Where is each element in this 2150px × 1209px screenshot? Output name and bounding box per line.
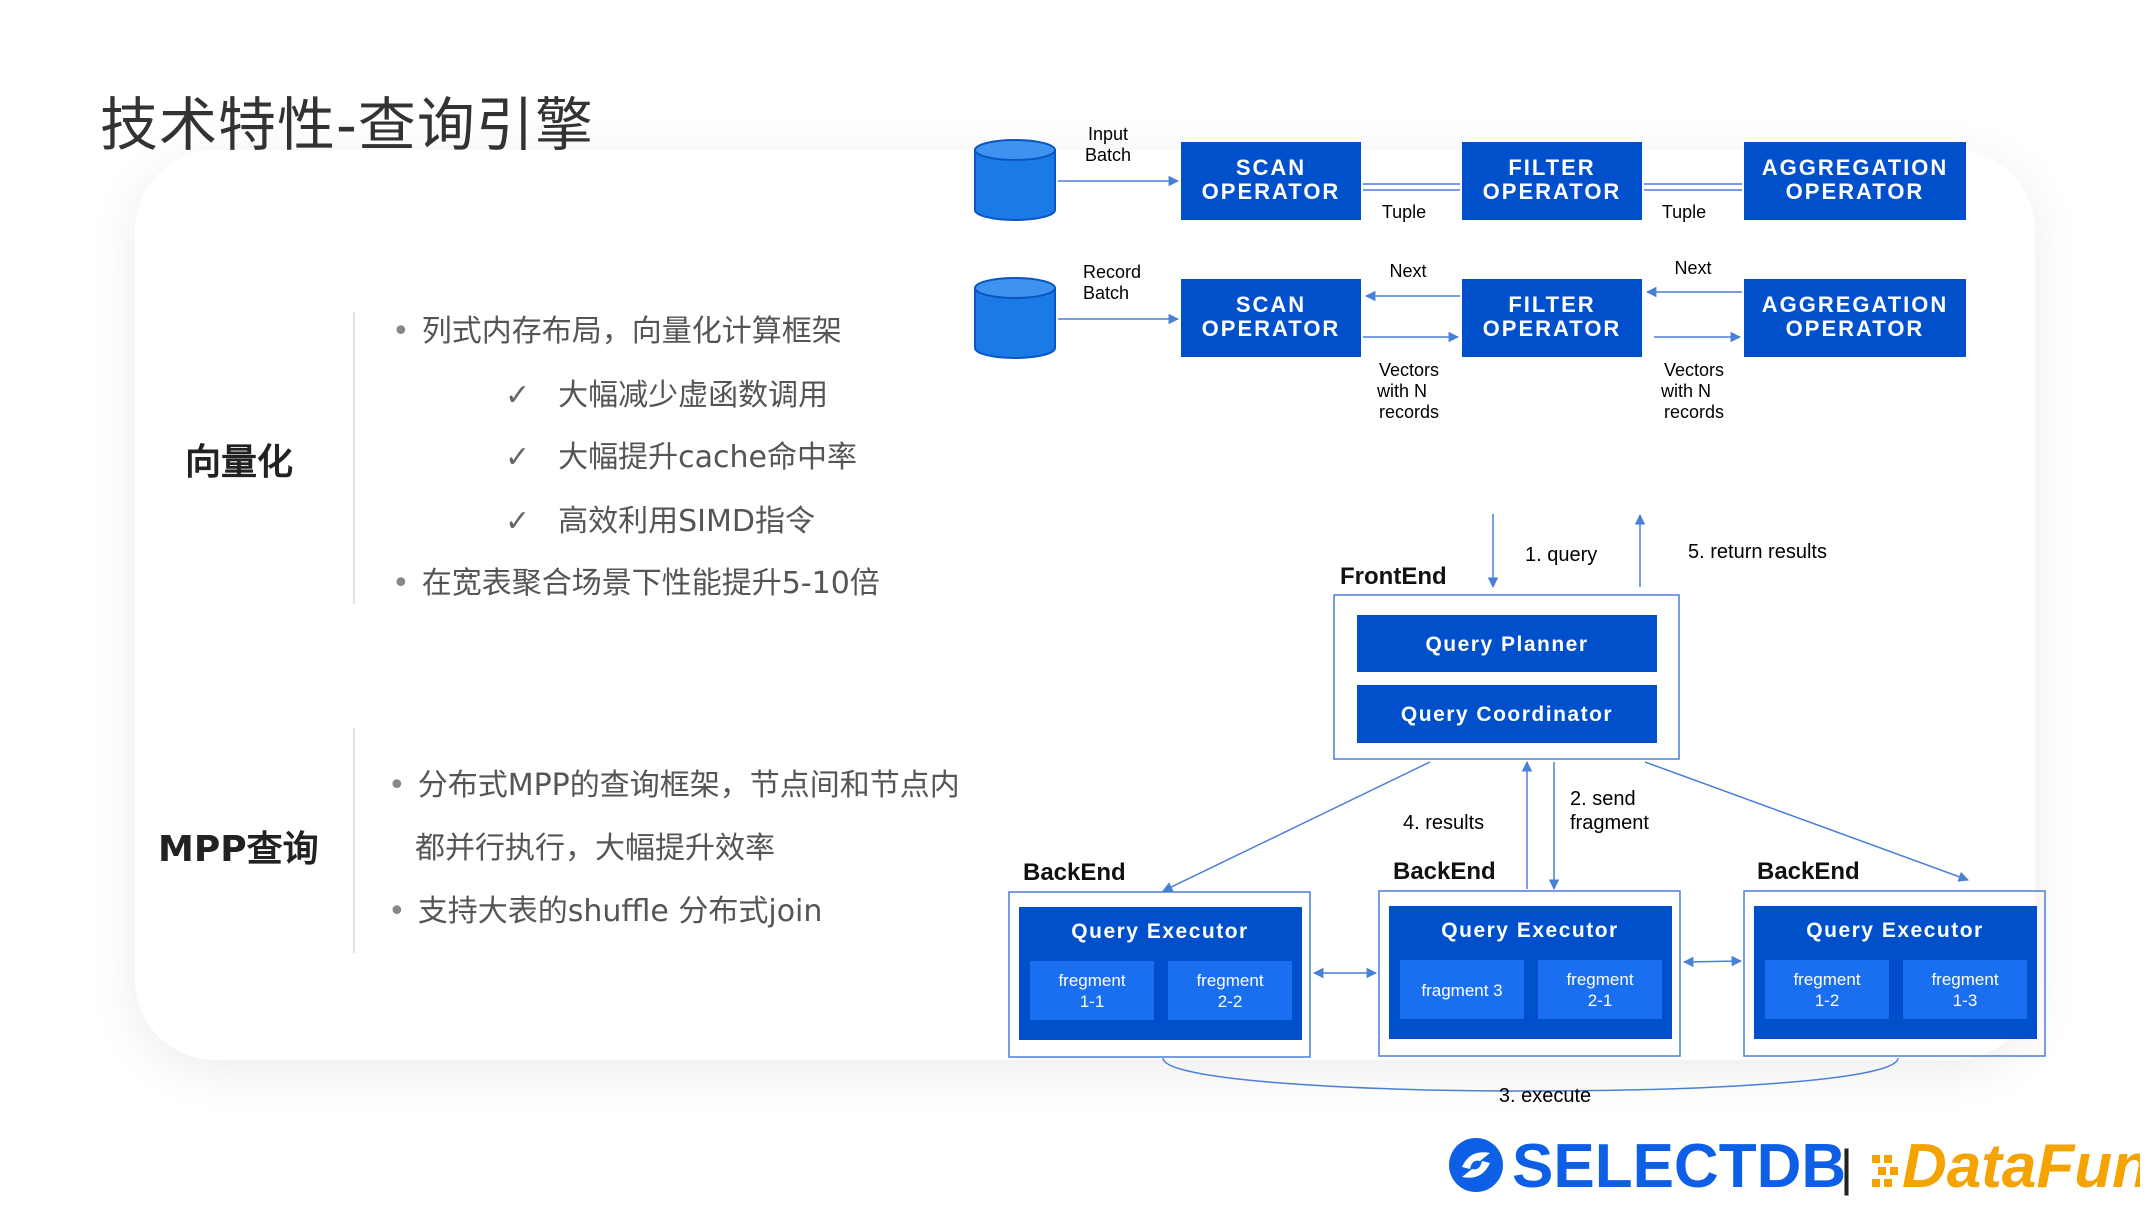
query-executor-label: Query Executor [1441,919,1618,942]
query-planner-label: Query Planner [1425,633,1588,656]
check-item: ✓高效利用SIMD指令 [505,504,816,539]
flow-label-return-results: 5. return results [1688,541,1827,563]
check-icon: ✓ [505,440,531,475]
bullet-item: •分布式MPP的查询框架，节点间和节点内 [388,768,960,803]
query-executor-label: Query Executor [1806,919,1983,942]
operator-label: AGGREGATION [1762,292,1949,317]
section-title-mpp: MPP查询 [158,829,319,870]
fragment-box [1030,961,1154,1020]
vectors-label: records [1379,402,1439,422]
vectors-label: records [1664,402,1724,422]
flow-label-results: 4. results [1403,812,1484,834]
fragment-label: fregment [1196,971,1263,990]
page-title: 技术特性-查询引擎 [100,91,594,159]
operator-label: AGGREGATION [1762,155,1949,180]
operator-label: OPERATOR [1786,179,1925,204]
flow-label-send-fragment: 2. send [1570,788,1636,810]
query-coordinator-label: Query Coordinator [1401,703,1613,726]
fragment-label: 2-1 [1588,991,1613,1010]
backend-box [1008,891,1311,1058]
fragment-label: 1-1 [1080,992,1105,1011]
vectors-label: Vectors [1664,360,1724,380]
tuple-label: Tuple [1662,202,1706,222]
fragment-box [1400,960,1524,1019]
aggregation-operator-box [1744,279,1966,357]
fragment-label: 1-2 [1815,991,1840,1010]
database-icon [974,139,1056,221]
backend-box [1743,890,2046,1057]
operator-label: OPERATOR [1483,179,1622,204]
fragment-box [1903,960,2027,1019]
footer-logo: SELECTDB | DataFun. [1440,1125,2150,1205]
query-executor-label: Query Executor [1071,920,1248,943]
check-item: ✓大幅提升cache命中率 [505,440,857,475]
operator-label: SCAN [1236,292,1306,317]
aggregation-operator-box [1744,142,1966,220]
backend-box [1378,890,1681,1057]
scan-operator-box [1181,279,1361,357]
record-batch-label: Batch [1083,283,1129,303]
filter-operator-box [1462,142,1642,220]
fragment-label: fregment [1793,970,1860,989]
brand-selectdb: SELECTDB [1512,1132,1846,1201]
flow-label-execute: 3. execute [1499,1085,1591,1107]
selectdb-mark-icon [1449,1138,1503,1192]
bullet-item: •在宽表聚合场景下性能提升5-10倍 [392,566,880,601]
fragment-box [1168,961,1292,1020]
vectors-label: with N [1660,381,1711,401]
bullet-item-continuation: 都并行执行，大幅提升效率 [415,831,775,866]
execute-curve [1162,1057,1899,1092]
input-batch-label: Input [1088,124,1128,144]
query-coordinator-box [1357,685,1657,743]
filter-operator-box [1462,279,1642,357]
database-icon [974,277,1056,359]
section-divider [353,728,355,953]
fragment-label: fregment [1058,971,1125,990]
check-item: ✓大幅减少虚函数调用 [505,378,829,413]
tuple-label: Tuple [1382,202,1426,222]
operator-label: OPERATOR [1483,316,1622,341]
frontend-box [1333,594,1680,760]
check-icon: ✓ [505,504,531,539]
fragment-label: fregment [1566,970,1633,989]
bullet-item: •列式内存布局，向量化计算框架 [392,314,842,349]
vectors-label: Vectors [1379,360,1439,380]
operator-label: OPERATOR [1786,316,1925,341]
operator-label: FILTER [1508,292,1595,317]
query-planner-box [1357,615,1657,672]
section-divider [353,312,355,604]
operator-label: OPERATOR [1202,316,1341,341]
fragment-label: 2-2 [1218,992,1243,1011]
fragment-label: fragment 3 [1421,981,1502,1000]
frontend-title: FrontEnd [1340,563,1447,590]
flow-label-send-fragment: fragment [1570,812,1649,834]
input-batch-label: Batch [1085,145,1131,165]
backend-title: BackEnd [1393,858,1496,885]
next-label: Next [1674,258,1711,278]
backend-title: BackEnd [1757,858,1860,885]
fragment-label: fregment [1931,970,1998,989]
logo-separator: | [1840,1140,1853,1196]
section-title-vectorization: 向量化 [185,442,294,483]
vectors-label: with N [1376,381,1427,401]
operator-label: SCAN [1236,155,1306,180]
backend-title: BackEnd [1023,859,1126,886]
operator-label: OPERATOR [1202,179,1341,204]
selectdb-logo-icon: SELECTDB | DataFun. [1449,1132,2150,1201]
bullet-item: •支持大表的shuffle 分布式join [388,894,823,929]
fragment-box [1765,960,1889,1019]
fragment-label: 1-3 [1953,991,1978,1010]
datafun-dots-icon [1872,1155,1898,1187]
record-batch-label: Record [1083,262,1141,282]
flow-label-query: 1. query [1525,544,1597,566]
fragment-box [1538,960,1662,1019]
operator-label: FILTER [1508,155,1595,180]
scan-operator-box [1181,142,1361,220]
check-icon: ✓ [505,378,531,413]
brand-datafun: DataFun. [1902,1132,2140,1201]
next-label: Next [1389,261,1426,281]
